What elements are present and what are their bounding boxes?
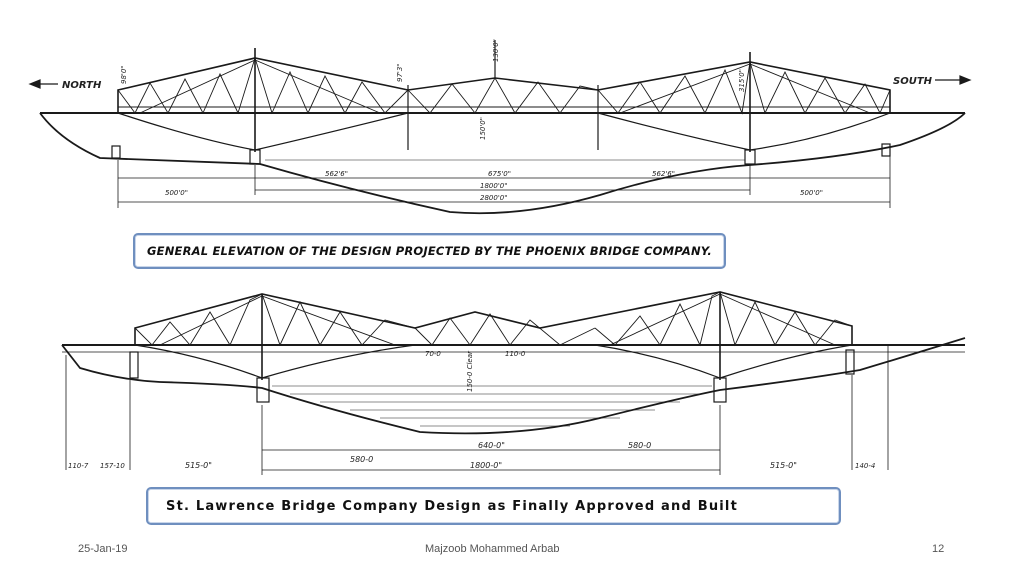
top-dimension-lines bbox=[117, 150, 891, 208]
right-cantilever-bottom-curve bbox=[597, 112, 891, 151]
south-label: SOUTH bbox=[893, 76, 933, 87]
dim-bottom-approach-left: 110-7 bbox=[68, 462, 89, 470]
dim-total: 2800'0" bbox=[480, 194, 507, 202]
dim-bottom-approach-left2: 157-10 bbox=[100, 462, 125, 470]
bottom-south-shore-pier bbox=[845, 349, 855, 375]
dim-side-left: 500'0" bbox=[165, 189, 188, 197]
dim-anchor-right: 562'6" bbox=[652, 170, 675, 178]
st-lawrence-caption-text: St. Lawrence Bridge Company Design as Fi… bbox=[166, 498, 739, 514]
dim-anchor-left: 562'6" bbox=[325, 170, 348, 178]
dim-bottom-anchor-right: 580-0 bbox=[628, 441, 651, 450]
bottom-dimension-lines bbox=[65, 345, 889, 475]
footer-date: 25-Jan-19 bbox=[78, 543, 128, 555]
dim-bottom-center: 640-0" bbox=[478, 441, 505, 450]
clearance-top: 150'0" bbox=[479, 117, 487, 140]
dim-bottom-approach-right: 140-4 bbox=[855, 462, 875, 470]
south-arrow-head bbox=[959, 75, 972, 85]
top-truss-outline bbox=[117, 57, 891, 114]
south-shore-pier bbox=[881, 143, 891, 157]
bottom-left-cantilever-curve bbox=[134, 344, 416, 379]
dim-side-right: 500'0" bbox=[800, 189, 823, 197]
riverbed-profile bbox=[39, 112, 966, 215]
south-main-pier bbox=[744, 149, 756, 165]
dim-center: 675'0" bbox=[488, 170, 511, 178]
north-arrow-head bbox=[28, 79, 41, 89]
bottom-right-cantilever-curve bbox=[594, 344, 853, 379]
dim-bottom-anchor-left: 580-0 bbox=[350, 455, 373, 464]
st-lawrence-caption-box: St. Lawrence Bridge Company Design as Fi… bbox=[146, 487, 841, 525]
left-cantilever-bottom-curve bbox=[117, 112, 409, 151]
bottom-truss-web bbox=[134, 291, 853, 347]
bottom-truss-outline bbox=[134, 291, 853, 346]
north-label: NORTH bbox=[62, 80, 102, 91]
footer-page-number: 12 bbox=[932, 543, 945, 555]
water-hatching bbox=[272, 385, 712, 427]
north-main-pier bbox=[249, 149, 261, 165]
height-left: 98'0" bbox=[120, 65, 128, 84]
clearance-bottom: 150-0 Clear bbox=[466, 350, 474, 392]
bottom-north-shore-pier bbox=[129, 351, 139, 379]
footer-author: Majzoob Mohammed Arbab bbox=[425, 543, 560, 555]
height-bottom-a: 70-0 bbox=[425, 350, 441, 358]
height-mid: 97'3" bbox=[396, 63, 404, 82]
height-right: 315'0" bbox=[738, 69, 746, 92]
dim-bottom-side-left: 515-0" bbox=[185, 461, 212, 470]
height-bottom-b: 110-0 bbox=[505, 350, 526, 358]
st-lawrence-bridge-drawing bbox=[61, 291, 966, 475]
height-center: 130'0" bbox=[492, 39, 500, 62]
dim-bottom-side-right: 515-0" bbox=[770, 461, 797, 470]
bottom-riverbed-profile bbox=[61, 337, 966, 435]
north-shore-pier bbox=[111, 145, 121, 159]
dim-main: 1800'0" bbox=[480, 182, 507, 190]
phoenix-caption-box: GENERAL ELEVATION OF THE DESIGN PROJECTE… bbox=[133, 233, 726, 269]
phoenix-caption-text: GENERAL ELEVATION OF THE DESIGN PROJECTE… bbox=[147, 244, 712, 258]
top-truss-web bbox=[117, 57, 891, 115]
dim-bottom-main: 1800-0" bbox=[470, 461, 502, 470]
